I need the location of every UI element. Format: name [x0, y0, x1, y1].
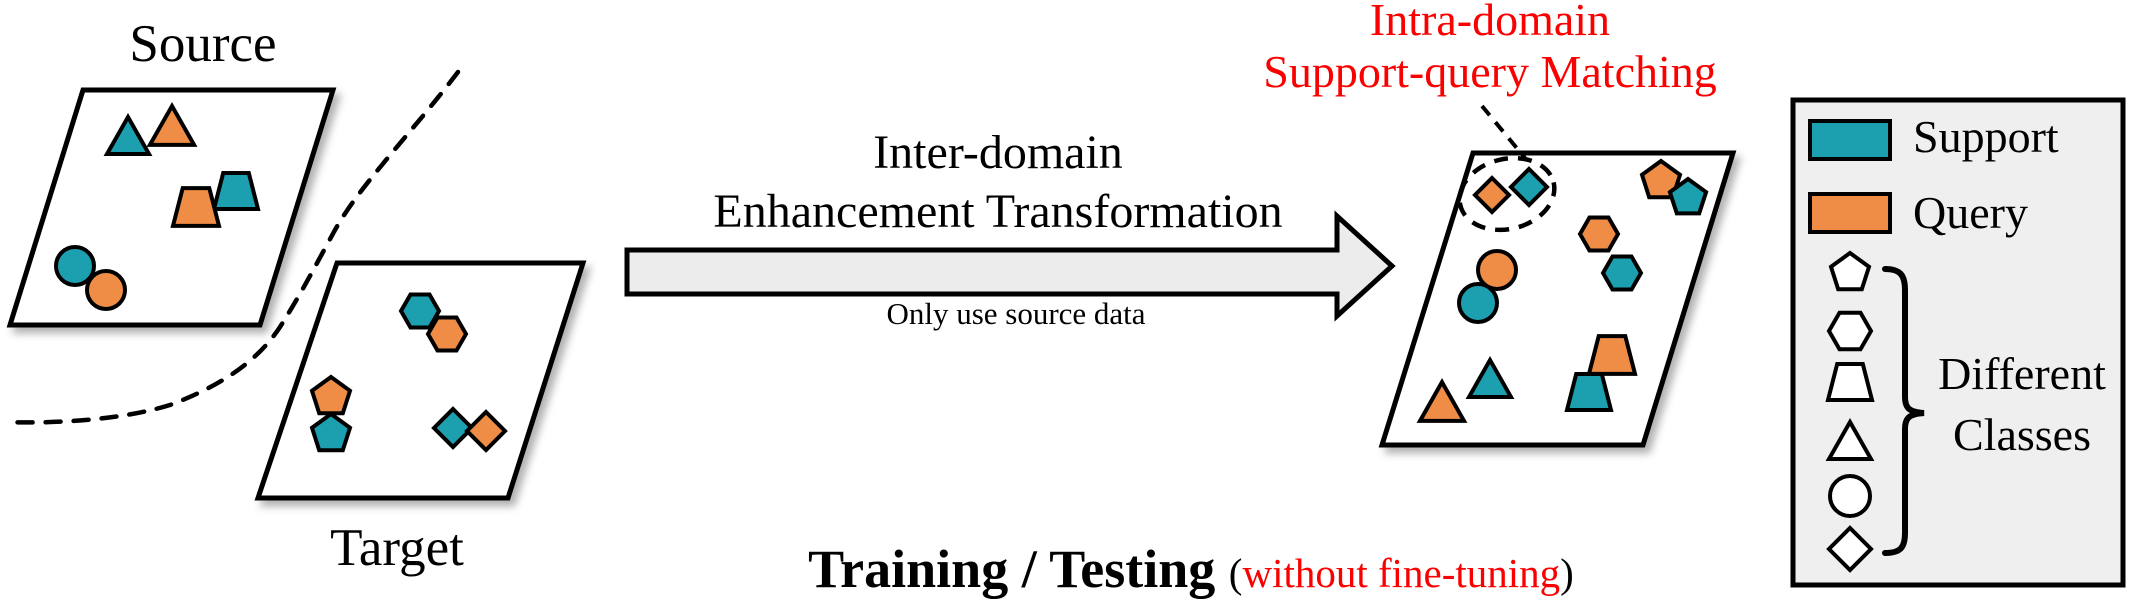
result-query-diamond — [1472, 175, 1512, 215]
legend-class-shapes — [1825, 250, 1875, 573]
footer-paren-close: ) — [1560, 550, 1574, 596]
result-support-circle — [1457, 282, 1499, 324]
result-query-triangle — [1416, 378, 1468, 423]
domain-boundary-dashed-curve — [2, 69, 461, 425]
footer-paren-open: ( — [1228, 550, 1243, 596]
result-support-triangle — [1465, 355, 1515, 399]
legend-brace — [1882, 266, 1925, 556]
arrow-note: Only use source data — [886, 296, 1146, 331]
transformation-arrow — [624, 210, 1396, 322]
legend-classes-label: Different Classes — [1938, 344, 2106, 465]
target-support-diamond — [431, 406, 475, 450]
result-query-trapezoid — [1586, 334, 1638, 376]
legend-class-shape-triangle — [1825, 417, 1875, 461]
legend-class-shape-hexagon — [1826, 310, 1874, 352]
result-support-trapezoid — [1564, 372, 1614, 412]
target-label: Target — [330, 519, 464, 577]
matching-highlight-ellipse — [1457, 155, 1557, 233]
legend-class-shape-diamond — [1826, 525, 1874, 573]
source-query-triangle — [146, 101, 198, 147]
result-panel — [1378, 150, 1737, 448]
matching-label-line2: Support-query Matching — [1263, 46, 1717, 98]
result-query-circle — [1476, 249, 1518, 291]
footer-caption: Training / Testing (without fine-tuning) — [808, 538, 1574, 600]
legend-support-swatch — [1808, 119, 1892, 161]
result-support-pentagon — [1667, 176, 1709, 216]
legend-support-label: Support — [1913, 111, 2059, 162]
legend-classes-label-line2: Classes — [1953, 408, 2091, 460]
result-plane — [1378, 150, 1737, 448]
result-support-diamond — [1508, 166, 1550, 208]
footer-note: without fine-tuning — [1242, 550, 1561, 596]
target-query-hexagon — [425, 315, 469, 353]
arrow-title-line1: Inter-domain — [873, 126, 1123, 179]
legend-query-swatch — [1808, 192, 1892, 234]
source-panel — [6, 87, 337, 328]
legend-class-shape-trapezoid — [1825, 362, 1875, 402]
source-label: Source — [129, 15, 277, 73]
target-query-diamond — [464, 409, 508, 453]
legend-classes-label-line1: Different — [1938, 348, 2106, 399]
target-panel — [254, 260, 587, 501]
matching-label-line1: Intra-domain — [1369, 0, 1611, 45]
arrow-title-line2: Enhancement Transformation — [713, 184, 1283, 238]
legend-class-shape-pentagon — [1828, 250, 1872, 292]
source-support-circle — [54, 245, 96, 287]
source-query-circle — [85, 269, 127, 311]
legend-query-label: Query — [1913, 187, 2028, 238]
matching-leader-line — [1480, 104, 1527, 160]
result-query-hexagon — [1577, 215, 1621, 253]
result-query-pentagon — [1639, 158, 1683, 200]
footer-main: Training / Testing — [808, 539, 1216, 599]
source-support-triangle — [103, 112, 153, 156]
source-query-trapezoid — [170, 186, 222, 228]
legend-group — [1790, 97, 2126, 588]
result-support-hexagon — [1600, 254, 1644, 292]
target-support-pentagon — [309, 411, 353, 453]
source-support-trapezoid — [211, 171, 261, 211]
matching-label: Intra-domain Support-query Matching — [1263, 0, 1717, 99]
legend-class-shape-circle — [1828, 474, 1872, 518]
arrow-title: Inter-domain Enhancement Transformation — [713, 124, 1282, 241]
